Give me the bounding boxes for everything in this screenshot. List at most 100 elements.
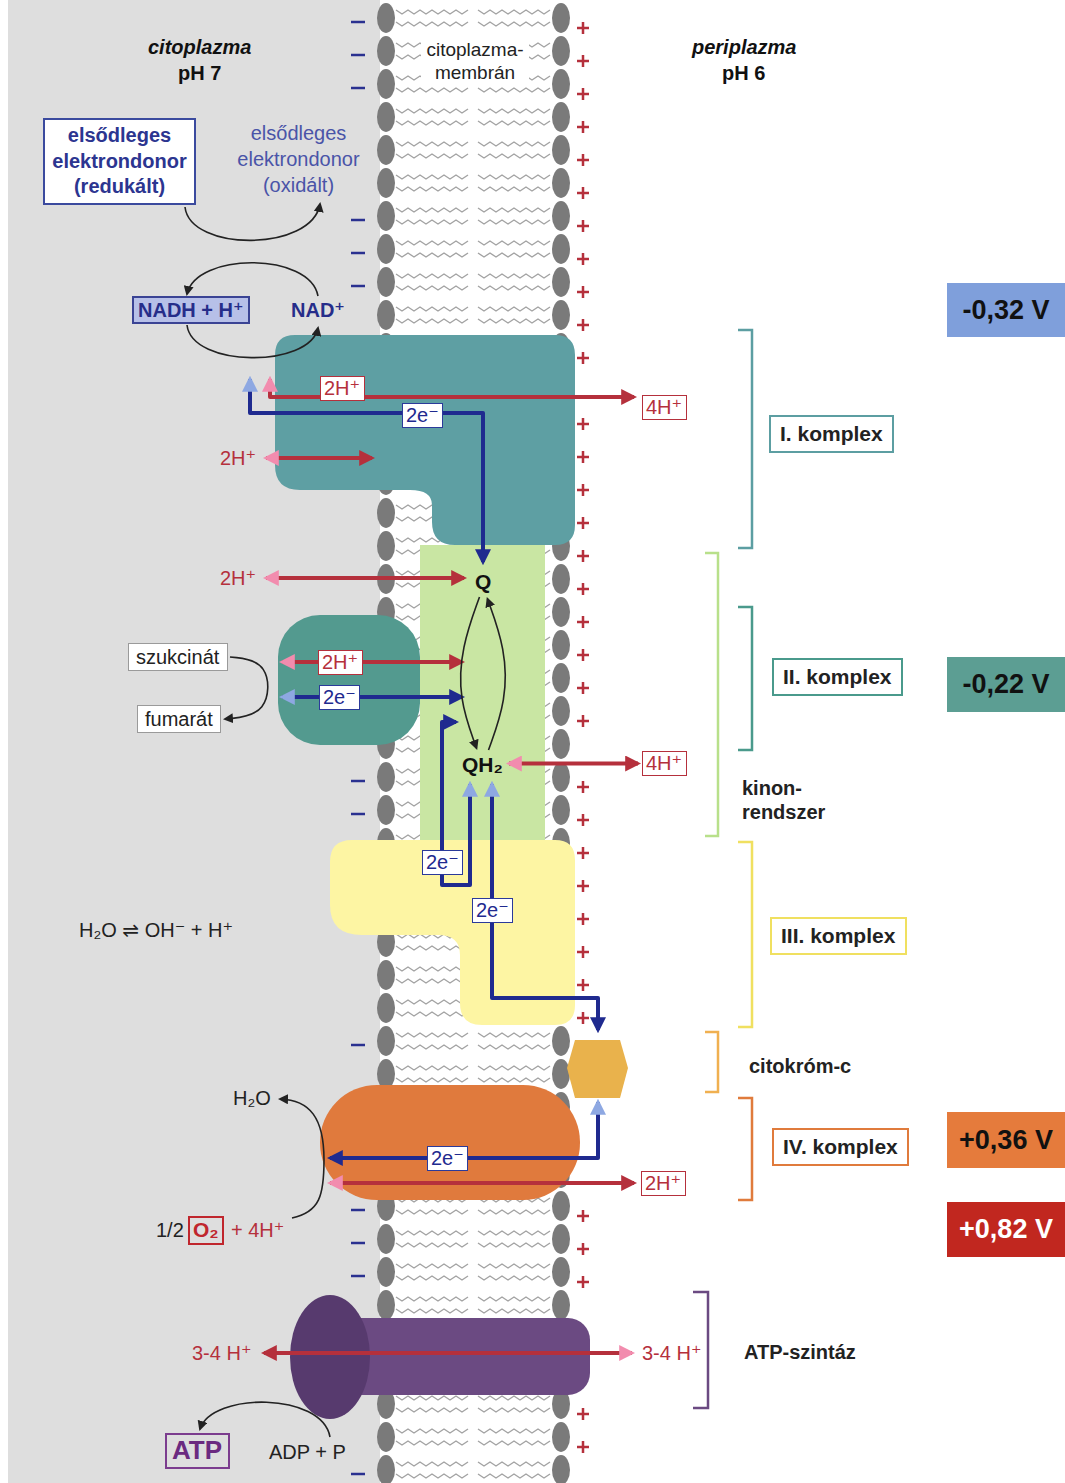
lipid-head (552, 1026, 570, 1056)
quinone-pool (420, 545, 545, 840)
electron-arrow (250, 379, 483, 562)
lipid-tail (396, 1297, 468, 1301)
complex-ii-shape (278, 615, 420, 745)
lipid-head (377, 795, 395, 825)
electron-box: 2e⁻ (472, 898, 513, 923)
lipid-head (552, 267, 570, 297)
lipid-tail (478, 1429, 550, 1433)
reaction-arrow (187, 263, 318, 296)
lipid-tail (396, 946, 468, 950)
lipid-head (552, 69, 570, 99)
node-text: szukcinát (136, 645, 220, 669)
flow-arrows (185, 204, 634, 1437)
cytochrome-c-shape (567, 1040, 628, 1098)
lipid-tail (396, 319, 468, 323)
plus-sign (577, 715, 589, 727)
text-label: pH 7 (178, 61, 222, 85)
lipid-head (552, 663, 570, 693)
lipid-tail (396, 208, 468, 212)
node-text: +0,36 V (959, 1124, 1053, 1156)
plus-sign (577, 946, 589, 958)
lipid-tail (478, 1243, 550, 1247)
lipid-tail (478, 1309, 550, 1313)
plus-sign (577, 517, 589, 529)
lipid-tail (478, 1408, 550, 1412)
lipid-tail (478, 109, 550, 113)
lipid-head (552, 1059, 570, 1089)
lipid-head (377, 1455, 395, 1483)
donor-box: elsődleges elektrondonor (redukált) (43, 118, 196, 205)
plus-sign (577, 550, 589, 562)
lipid-tail (396, 1276, 468, 1280)
lipid-tail (396, 22, 468, 26)
substrate-box: szukcinát (128, 643, 228, 671)
lipid-head (377, 1224, 395, 1254)
node-text: IV. komplex (783, 1134, 898, 1159)
complex-i-shape (275, 335, 575, 545)
plus-sign (577, 121, 589, 133)
text-label: 1/2 (156, 1218, 184, 1242)
lipid-head (377, 960, 395, 990)
minus-sign (351, 285, 365, 288)
lipid-tail (396, 1396, 468, 1400)
lipid-tail (478, 187, 550, 191)
plus-sign (577, 1012, 589, 1024)
lipid-head (552, 1455, 570, 1483)
plus-sign (577, 979, 589, 991)
text-label: 2H⁺ (220, 566, 257, 590)
lipid-head (552, 300, 570, 330)
node-text: II. komplex (783, 664, 892, 689)
lipid-head (552, 630, 570, 660)
bracket (705, 1032, 718, 1092)
membrane-label-box: citoplazma- membrán (421, 37, 529, 87)
arrow-connector (461, 597, 480, 748)
minus-sign (351, 21, 365, 24)
node-text: 2e⁻ (406, 404, 439, 427)
lipid-tail (396, 109, 468, 113)
lipid-tail (478, 274, 550, 278)
quinol-label: QH₂ (460, 752, 505, 778)
lipid-tail (396, 142, 468, 146)
plus-sign (577, 88, 589, 100)
plus-sign (577, 1441, 589, 1453)
lipid-head (552, 1191, 570, 1221)
lipid-tail (396, 1462, 468, 1466)
text-label: pH 6 (722, 61, 766, 85)
lipid-tail (478, 1441, 550, 1445)
plus-sign (577, 649, 589, 661)
lipid-tail (478, 1231, 550, 1235)
minus-sign (351, 252, 365, 255)
plus-sign (577, 451, 589, 463)
plus-sign (577, 583, 589, 595)
lipid-head (377, 267, 395, 297)
plus-sign (577, 814, 589, 826)
lipid-head (377, 69, 395, 99)
plus-sign (577, 253, 589, 265)
node-text: 2e⁻ (323, 686, 356, 709)
quinone-label: Q (473, 569, 494, 595)
node-text: NADH + H⁺ (138, 298, 244, 322)
potential-box: +0,36 V (947, 1112, 1065, 1168)
lipid-tail (396, 1231, 468, 1235)
text-label: ATP-szintáz (744, 1340, 856, 1364)
bracket (705, 553, 718, 836)
electron-box: 2e⁻ (422, 850, 463, 875)
lipid-tail (478, 253, 550, 257)
atp-synthase-head (290, 1295, 370, 1419)
plus-sign (577, 847, 589, 859)
reaction-arrow (185, 204, 320, 240)
minus-sign (351, 780, 365, 783)
minus-sign (351, 1275, 365, 1278)
lipid-head (377, 300, 395, 330)
lipid-tail (396, 121, 468, 125)
text-label: citokróm-c (749, 1054, 852, 1078)
plus-sign (577, 55, 589, 67)
node-text: citoplazma- membrán (426, 39, 524, 85)
lipid-head (552, 762, 570, 792)
electron-box: 2e⁻ (402, 403, 443, 428)
lipid-head (377, 993, 395, 1023)
minus-sign (351, 87, 365, 90)
proton-box: 2H⁺ (320, 376, 365, 401)
minus-sign (351, 1473, 365, 1476)
lipid-tail (478, 286, 550, 290)
